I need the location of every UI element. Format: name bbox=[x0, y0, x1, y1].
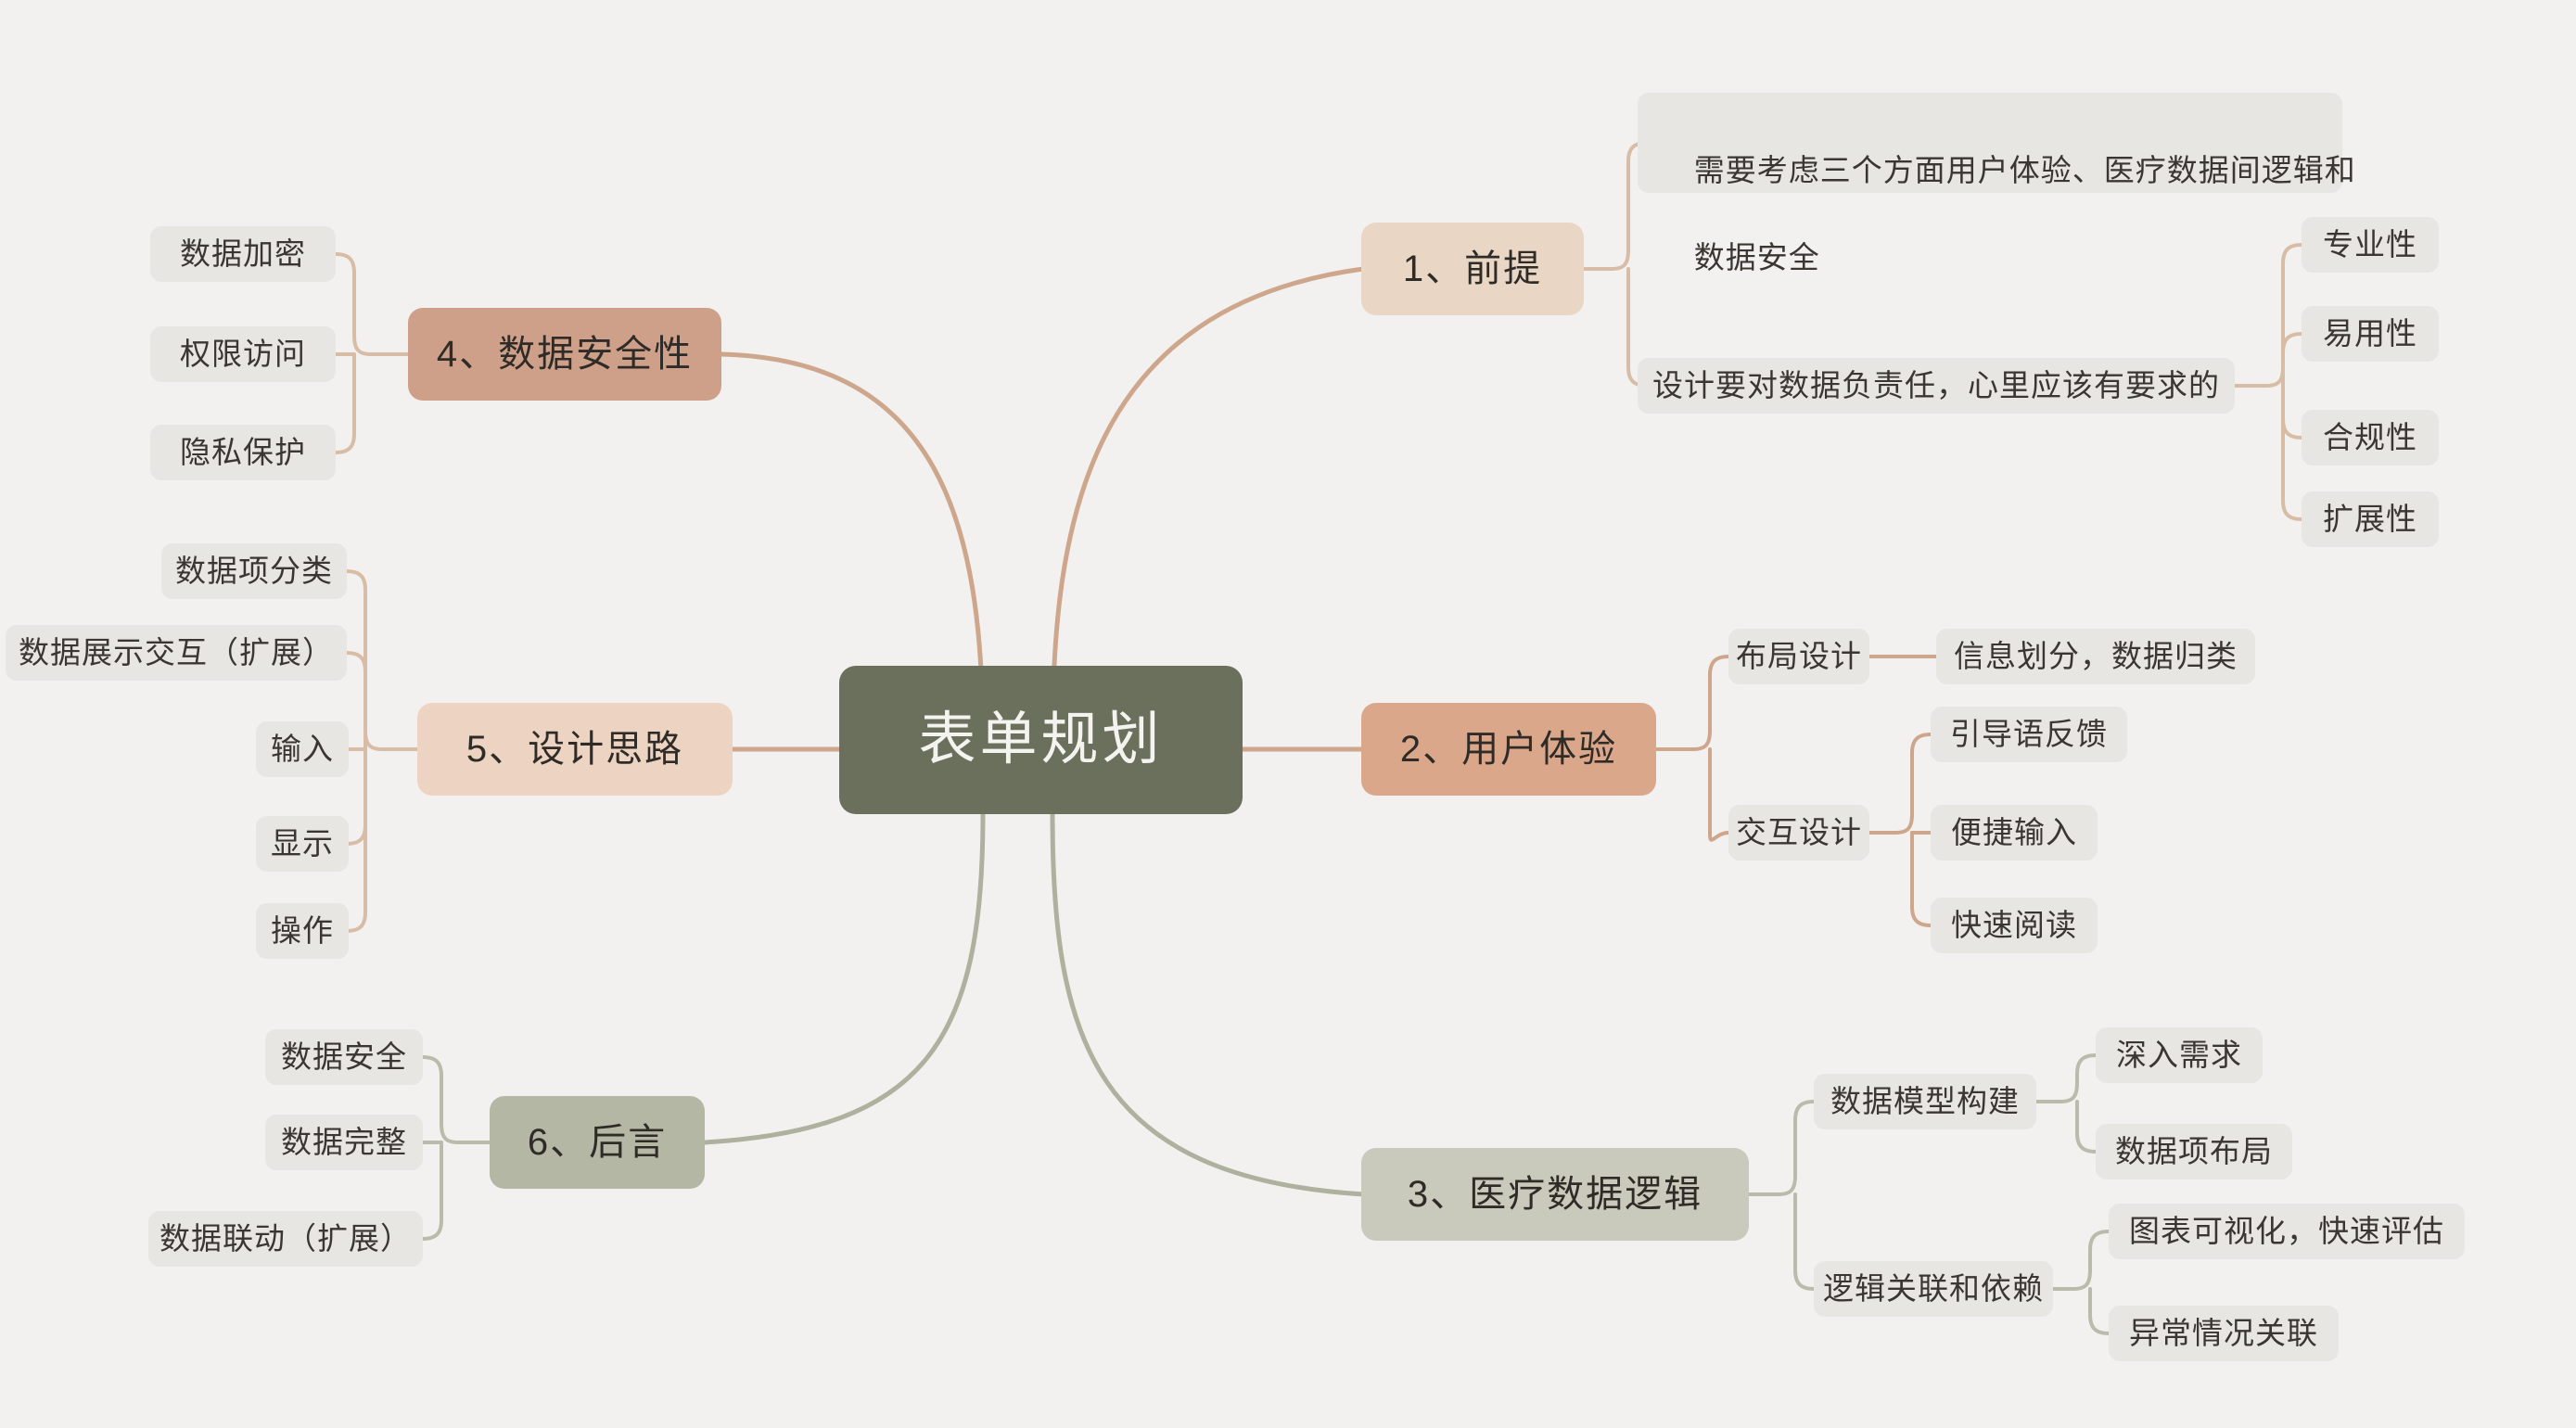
topic-node-6[interactable]: 6、后言 bbox=[490, 1096, 705, 1189]
edge-topic2-layout bbox=[1654, 655, 1730, 751]
branch1-note-1-line-2: 数据安全 bbox=[1693, 239, 1820, 274]
edge-topic5-child5 bbox=[345, 747, 367, 933]
topic-node-4[interactable]: 4、数据安全性 bbox=[408, 308, 721, 401]
edge-note2-quality2 bbox=[2281, 332, 2303, 388]
branch3-model-child-2[interactable]: 数据项布局 bbox=[2096, 1124, 2292, 1179]
topic-4-label: 4、数据安全性 bbox=[436, 334, 694, 375]
edge-model-child2 bbox=[2075, 1100, 2098, 1154]
branch2-interaction-design[interactable]: 交互设计 bbox=[1728, 805, 1869, 861]
topic-5-label: 5、设计思路 bbox=[465, 729, 684, 770]
topic-node-3[interactable]: 3、医疗数据逻辑 bbox=[1361, 1148, 1749, 1241]
branch2-interaction-child-1-label: 引导语反馈 bbox=[1950, 717, 2108, 752]
branch1-quality-1-label: 专业性 bbox=[2323, 227, 2417, 262]
edge-topic6-child3 bbox=[421, 1141, 443, 1241]
branch1-quality-2-label: 易用性 bbox=[2323, 316, 2417, 351]
branch4-child-3[interactable]: 隐私保护 bbox=[150, 425, 336, 480]
branch6-child-2[interactable]: 数据完整 bbox=[265, 1115, 423, 1170]
branch1-quality-1[interactable]: 专业性 bbox=[2302, 217, 2439, 273]
branch5-child-3-label: 输入 bbox=[271, 732, 334, 767]
branch2-interaction-child-3-label: 快速阅读 bbox=[1951, 908, 2077, 943]
branch5-child-2-label: 数据展示交互（扩展） bbox=[19, 635, 334, 670]
branch3-logic-child-1-label: 图表可视化，快速评估 bbox=[2129, 1214, 2444, 1249]
branch2-interaction-design-label: 交互设计 bbox=[1736, 815, 1862, 850]
edge-topic4-child3 bbox=[334, 352, 356, 454]
edge-logic-child1 bbox=[2051, 1230, 2111, 1291]
branch2-layout-child-label: 信息划分，数据归类 bbox=[1954, 639, 2238, 674]
branch2-layout-design[interactable]: 布局设计 bbox=[1728, 629, 1869, 684]
branch3-logic-child-2-label: 异常情况关联 bbox=[2129, 1316, 2318, 1351]
branch2-interaction-child-3[interactable]: 快速阅读 bbox=[1931, 898, 2098, 953]
edge-topic6-child1 bbox=[421, 1055, 491, 1144]
edge-topic3-model bbox=[1747, 1100, 1816, 1196]
edge-logic-child2 bbox=[2088, 1287, 2111, 1335]
branch5-child-1[interactable]: 数据项分类 bbox=[161, 543, 347, 599]
branch1-quality-3[interactable]: 合规性 bbox=[2302, 410, 2439, 465]
branch1-quality-2[interactable]: 易用性 bbox=[2302, 306, 2439, 362]
branch5-child-2[interactable]: 数据展示交互（扩展） bbox=[6, 625, 347, 681]
branch3-logic-relation[interactable]: 逻辑关联和依赖 bbox=[1814, 1261, 2053, 1317]
branch1-note-2-label: 设计要对数据负责任，心里应该有要求的 bbox=[1652, 368, 2220, 403]
topic-node-5[interactable]: 5、设计思路 bbox=[417, 703, 733, 796]
branch3-logic-relation-label: 逻辑关联和依赖 bbox=[1823, 1271, 2044, 1307]
branch4-child-2[interactable]: 权限访问 bbox=[150, 326, 336, 382]
branch5-child-5-label: 操作 bbox=[271, 913, 334, 949]
edge-topic2-interaction bbox=[1708, 747, 1730, 842]
branch2-interaction-child-1[interactable]: 引导语反馈 bbox=[1931, 707, 2127, 762]
branch3-model-child-1-label: 深入需求 bbox=[2116, 1038, 2242, 1073]
branch3-model-build-label: 数据模型构建 bbox=[1830, 1084, 2020, 1119]
branch3-model-child-1[interactable]: 深入需求 bbox=[2096, 1027, 2263, 1083]
branch1-note-1[interactable]: 需要考虑三个方面用户体验、医疗数据间逻辑和 数据安全 bbox=[1638, 93, 2355, 274]
branch4-child-1[interactable]: 数据加密 bbox=[150, 226, 336, 282]
branch4-child-3-label: 隐私保护 bbox=[180, 435, 306, 470]
edge-note2-quality3 bbox=[2281, 384, 2303, 440]
edge-root-topic3 bbox=[1050, 811, 1366, 1197]
branch2-layout-design-label: 布局设计 bbox=[1736, 639, 1862, 674]
topic-1-label: 1、前提 bbox=[1402, 249, 1543, 289]
edge-interaction-child3 bbox=[1910, 831, 1932, 927]
branch2-interaction-child-2[interactable]: 便捷输入 bbox=[1931, 805, 2098, 861]
branch5-child-4[interactable]: 显示 bbox=[256, 816, 349, 872]
branch2-layout-child[interactable]: 信息划分，数据归类 bbox=[1936, 629, 2255, 684]
branch3-model-build[interactable]: 数据模型构建 bbox=[1814, 1074, 2036, 1129]
edge-topic5-child4 bbox=[345, 747, 367, 846]
edge-topic3-logic bbox=[1793, 1192, 1816, 1291]
branch1-quality-4-label: 扩展性 bbox=[2323, 502, 2417, 537]
edge-topic5-child1 bbox=[345, 569, 419, 751]
topic-node-1[interactable]: 1、前提 bbox=[1361, 223, 1584, 315]
edge-note2-quality1 bbox=[2233, 243, 2303, 388]
topic-3-label: 3、医疗数据逻辑 bbox=[1407, 1174, 1703, 1215]
edge-root-topic6 bbox=[702, 811, 986, 1145]
branch1-note-2[interactable]: 设计要对数据负责任，心里应该有要求的 bbox=[1638, 358, 2235, 414]
branch4-child-2-label: 权限访问 bbox=[180, 337, 306, 372]
topic-6-label: 6、后言 bbox=[527, 1122, 668, 1163]
edge-interaction-child1 bbox=[1868, 733, 1932, 835]
root-label: 表单规划 bbox=[918, 708, 1164, 772]
branch1-quality-4[interactable]: 扩展性 bbox=[2302, 491, 2439, 547]
edge-topic4-child1 bbox=[334, 252, 410, 356]
root-node[interactable]: 表单规划 bbox=[839, 666, 1243, 814]
branch2-interaction-child-2-label: 便捷输入 bbox=[1951, 815, 2077, 850]
topic-node-2[interactable]: 2、用户体验 bbox=[1361, 703, 1656, 796]
branch6-child-2-label: 数据完整 bbox=[281, 1125, 407, 1160]
branch4-child-1-label: 数据加密 bbox=[180, 236, 306, 272]
branch5-child-5[interactable]: 操作 bbox=[256, 903, 349, 959]
branch1-quality-3-label: 合规性 bbox=[2323, 420, 2417, 455]
branch3-model-child-2-label: 数据项布局 bbox=[2115, 1134, 2273, 1169]
topic-2-label: 2、用户体验 bbox=[1399, 729, 1618, 770]
edge-model-child1 bbox=[2034, 1053, 2098, 1103]
branch1-note-1-line-1: 需要考虑三个方面用户体验、医疗数据间逻辑和 bbox=[1693, 152, 2356, 187]
branch6-child-3-label: 数据联动（扩展） bbox=[159, 1221, 412, 1256]
edge-topic5-child2 bbox=[345, 651, 367, 751]
branch5-child-4-label: 显示 bbox=[271, 826, 334, 861]
branch5-child-1-label: 数据项分类 bbox=[175, 554, 333, 589]
branch3-logic-child-1[interactable]: 图表可视化，快速评估 bbox=[2109, 1204, 2465, 1259]
branch3-logic-child-2[interactable]: 异常情况关联 bbox=[2109, 1306, 2339, 1361]
branch6-child-1[interactable]: 数据安全 bbox=[265, 1029, 423, 1085]
branch5-child-3[interactable]: 输入 bbox=[256, 721, 349, 777]
branch6-child-3[interactable]: 数据联动（扩展） bbox=[148, 1211, 423, 1267]
branch6-child-1-label: 数据安全 bbox=[281, 1039, 407, 1075]
edge-note2-quality4 bbox=[2281, 384, 2303, 521]
